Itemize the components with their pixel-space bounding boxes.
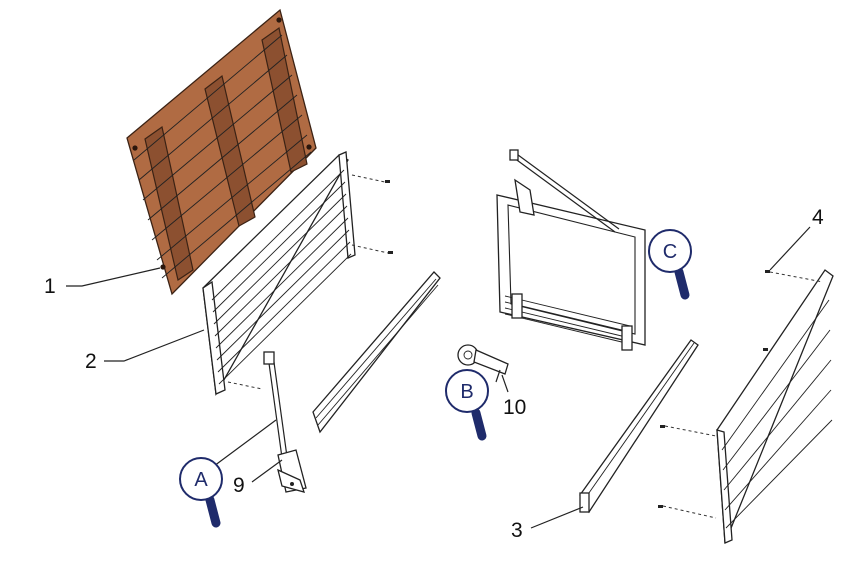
callout-4: 4 <box>812 206 824 229</box>
front-rail <box>312 271 441 434</box>
part-c-lift-frame <box>496 149 646 351</box>
leader-3 <box>530 506 584 529</box>
badge-a: A <box>179 457 223 528</box>
part-10-wheel-bracket <box>457 344 509 383</box>
badge-a-letter: A <box>194 469 208 491</box>
badge-b-letter: B <box>460 381 473 403</box>
badge-b: B <box>445 369 489 441</box>
part-3-long-board <box>579 339 717 519</box>
callout-leaders <box>66 226 811 529</box>
leader-2 <box>104 329 205 362</box>
leader-a <box>213 419 277 467</box>
badge-c-letter: C <box>663 241 677 263</box>
magnifier-icon <box>471 408 487 441</box>
leader-1 <box>66 267 161 287</box>
leader-4 <box>769 226 811 271</box>
magnifier-icon <box>205 495 221 528</box>
leader-10 <box>501 374 509 393</box>
callout-labels: 1 2 3 4 9 10 <box>44 206 824 542</box>
part-1-wooden-lid <box>126 8 317 296</box>
callout-2: 2 <box>85 350 97 373</box>
part-2-slatted-panel <box>202 151 393 397</box>
callout-3: 3 <box>511 519 523 542</box>
callout-9: 9 <box>233 474 245 497</box>
part-4-end-panel <box>716 269 834 544</box>
callout-10: 10 <box>503 396 526 419</box>
part-9-strut-bracket <box>263 351 307 493</box>
magnifier-icon <box>674 267 690 300</box>
leader-9 <box>251 459 283 483</box>
callout-1: 1 <box>44 275 56 298</box>
badge-c: C <box>648 229 692 300</box>
